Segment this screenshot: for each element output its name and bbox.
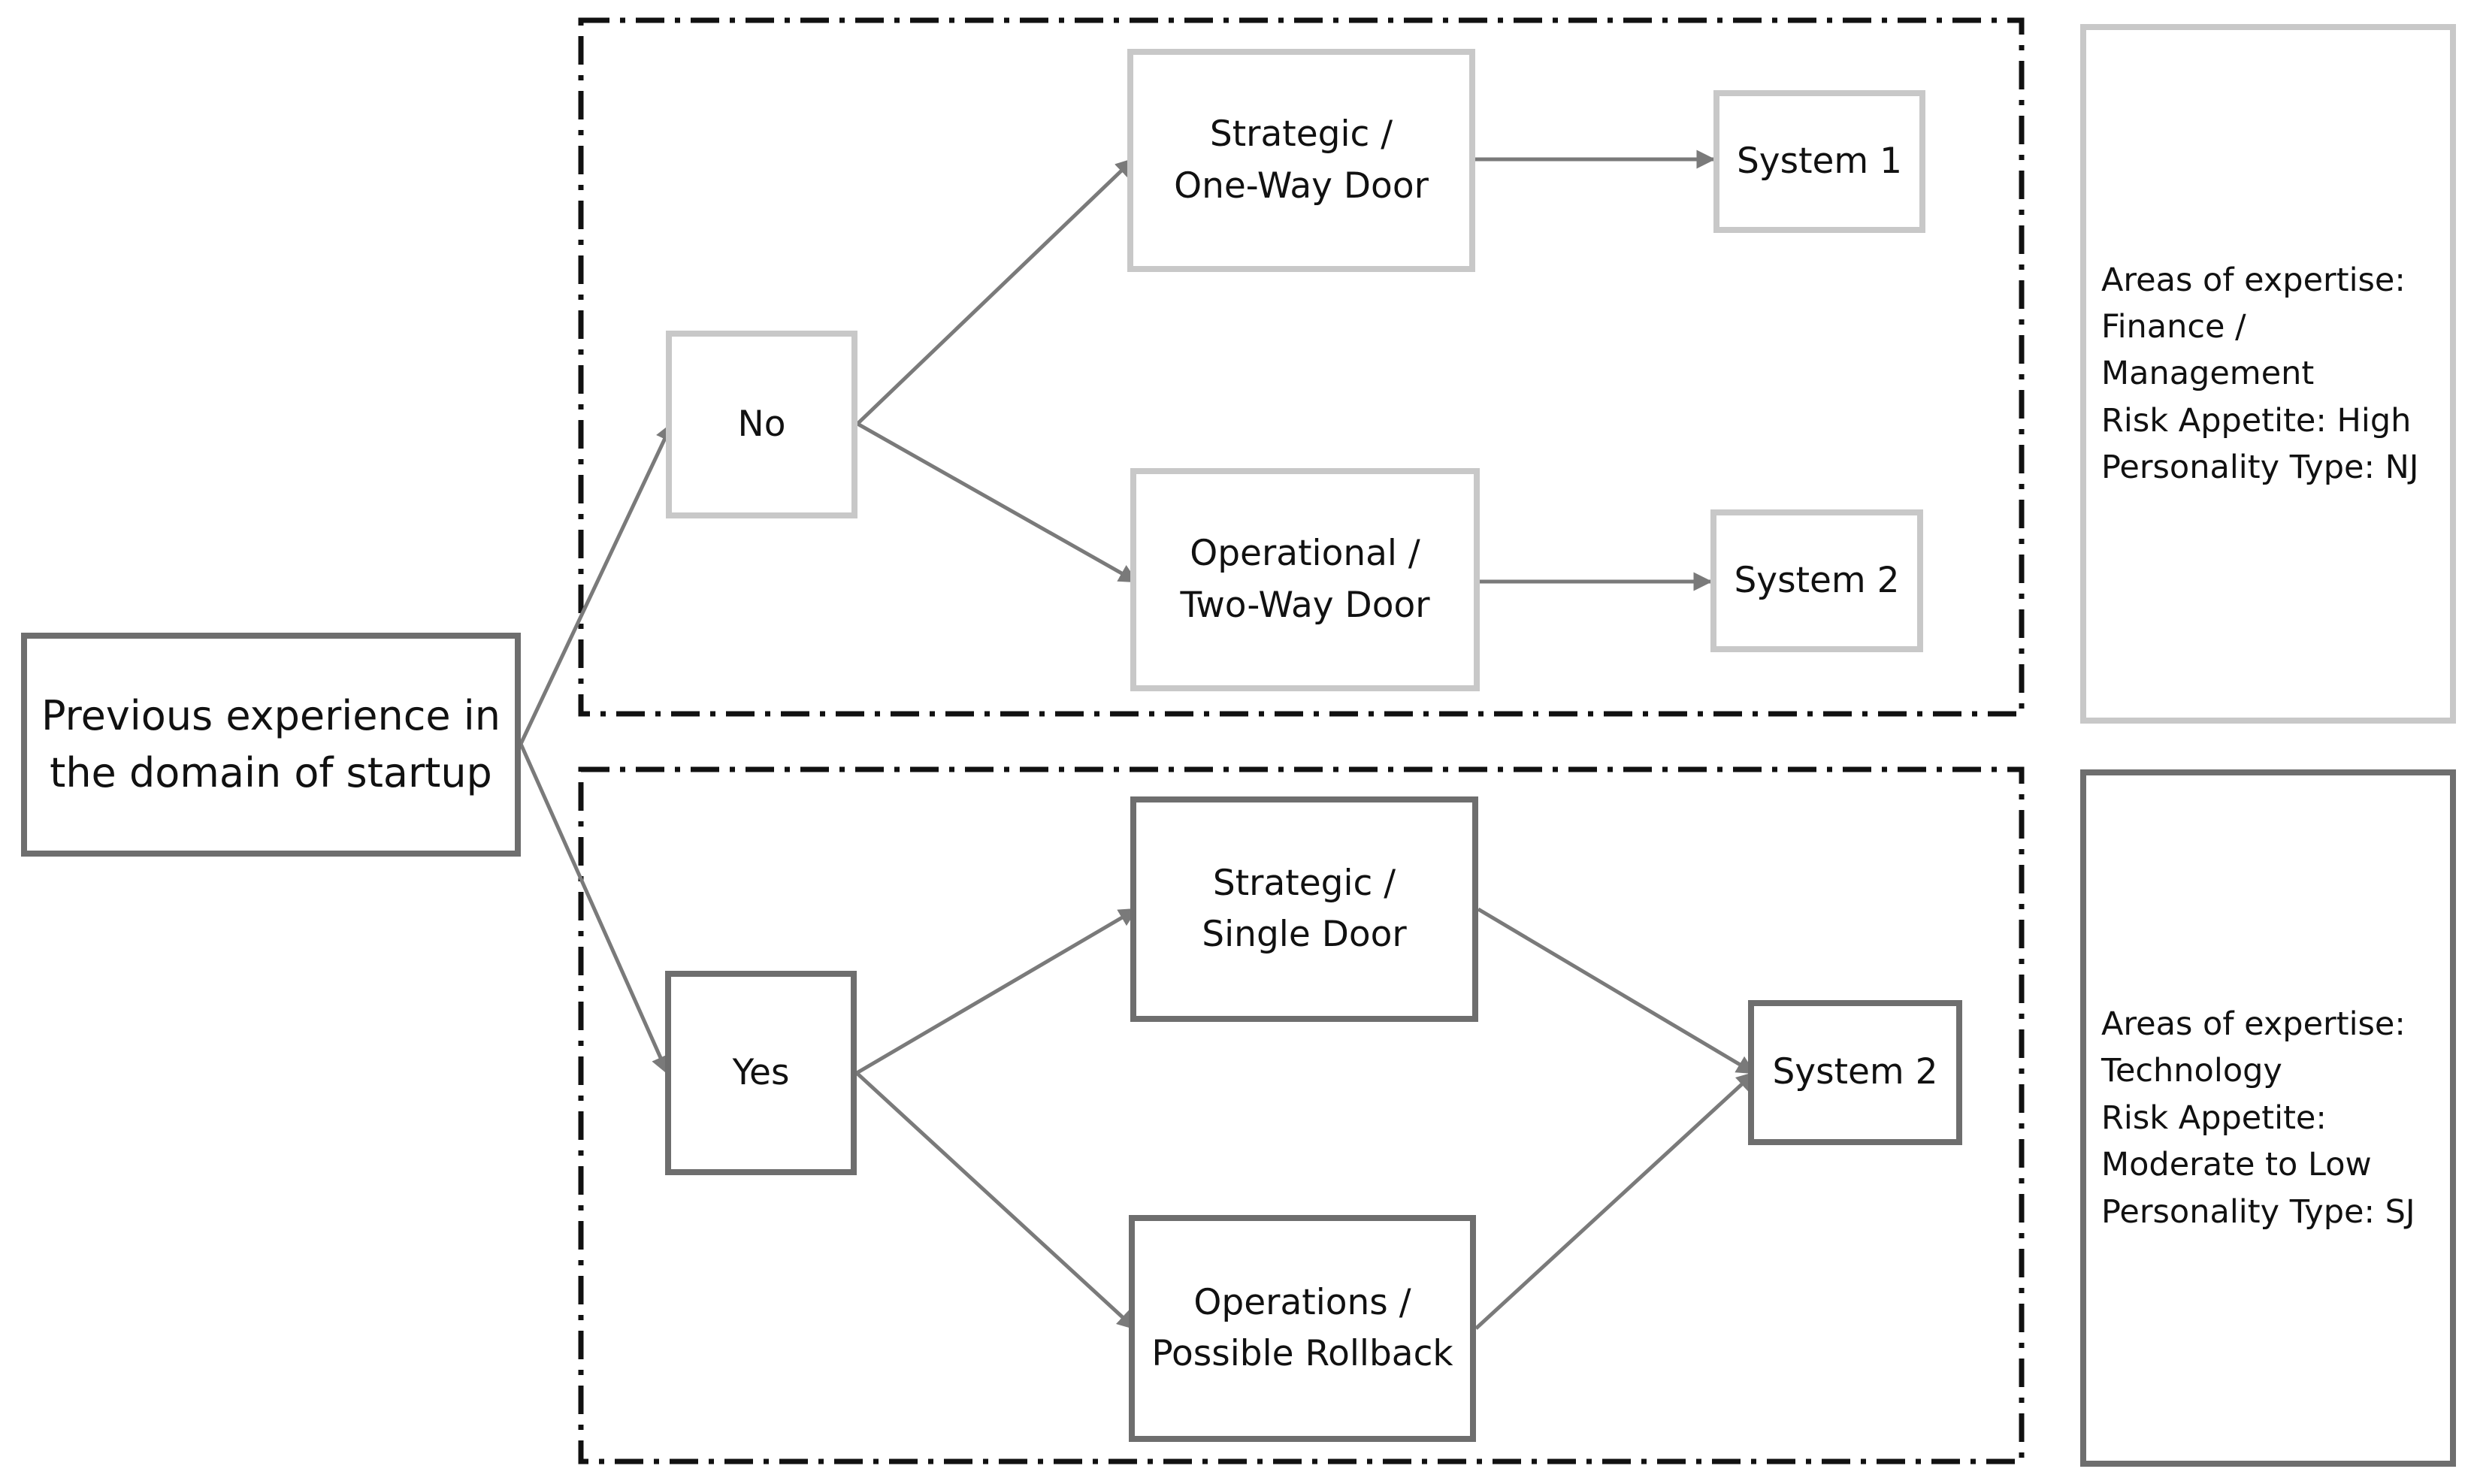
arrow-strategic-to-system-2 bbox=[1477, 907, 1756, 1075]
root-line-2: the domain of startup bbox=[50, 749, 492, 796]
profile-no-line-2: Finance / bbox=[2101, 307, 2246, 346]
system-2-top-label: System 2 bbox=[1734, 559, 1900, 601]
system-1-node: System 1 bbox=[1713, 90, 1925, 233]
operations-possible-rollback-node: Operations / Possible Rollback bbox=[1129, 1215, 1476, 1442]
profile-panel-no: Areas of expertise: Finance / Management… bbox=[2080, 24, 2456, 724]
system-2-bottom-node: System 2 bbox=[1748, 1000, 1962, 1145]
operations-rollback-line-2: Possible Rollback bbox=[1151, 1333, 1453, 1374]
profile-yes-line-4: Moderate to Low bbox=[2101, 1146, 2372, 1184]
profile-no-line-1: Areas of expertise: bbox=[2101, 261, 2406, 299]
arrow-root-to-yes bbox=[519, 742, 670, 1075]
system-2-top-node: System 2 bbox=[1710, 509, 1923, 652]
group-no-dashed-border bbox=[578, 17, 2025, 717]
root-node: Previous experience in the domain of sta… bbox=[21, 633, 521, 857]
system-2-bottom-label: System 2 bbox=[1772, 1051, 1938, 1093]
strategic-one-way-line-2: One-Way Door bbox=[1174, 165, 1429, 207]
root-line-1: Previous experience in bbox=[41, 692, 501, 740]
yes-node: Yes bbox=[665, 971, 857, 1175]
profile-yes-line-2: Technology bbox=[2101, 1052, 2282, 1090]
profile-no-line-4: Risk Appetite: High bbox=[2101, 401, 2412, 440]
strategic-single-door-line-1: Strategic / bbox=[1212, 862, 1396, 904]
profile-yes-line-3: Risk Appetite: bbox=[2101, 1099, 2327, 1137]
no-label: No bbox=[737, 403, 786, 445]
arrow-yes-to-strategic bbox=[855, 907, 1139, 1075]
arrow-operations-to-system-2 bbox=[1474, 1071, 1756, 1330]
profile-panel-yes: Areas of expertise: Technology Risk Appe… bbox=[2080, 769, 2456, 1467]
profile-yes-line-5: Personality Type: SJ bbox=[2101, 1192, 2415, 1231]
operational-two-way-door-node: Operational / Two-Way Door bbox=[1130, 468, 1480, 691]
operations-rollback-line-1: Operations / bbox=[1193, 1281, 1411, 1323]
arrow-no-to-strategic bbox=[856, 158, 1135, 425]
operational-two-way-line-1: Operational / bbox=[1190, 533, 1420, 575]
yes-label: Yes bbox=[732, 1051, 790, 1093]
strategic-single-door-node: Strategic / Single Door bbox=[1130, 796, 1478, 1022]
group-yes-dashed-border bbox=[578, 766, 2025, 1464]
system-1-label: System 1 bbox=[1736, 140, 1903, 182]
strategic-one-way-door-node: Strategic / One-Way Door bbox=[1127, 49, 1475, 272]
profile-yes-line-1: Areas of expertise: bbox=[2101, 1005, 2406, 1044]
no-node: No bbox=[666, 331, 857, 518]
arrow-yes-to-operations bbox=[855, 1071, 1136, 1330]
strategic-one-way-line-1: Strategic / bbox=[1209, 113, 1393, 156]
strategic-single-door-line-2: Single Door bbox=[1202, 914, 1407, 955]
operational-two-way-line-2: Two-Way Door bbox=[1180, 584, 1430, 626]
profile-no-line-5: Personality Type: NJ bbox=[2101, 449, 2419, 487]
arrow-no-to-operational bbox=[856, 422, 1139, 584]
arrow-root-to-no bbox=[519, 422, 674, 745]
profile-no-line-3: Management bbox=[2101, 355, 2315, 393]
